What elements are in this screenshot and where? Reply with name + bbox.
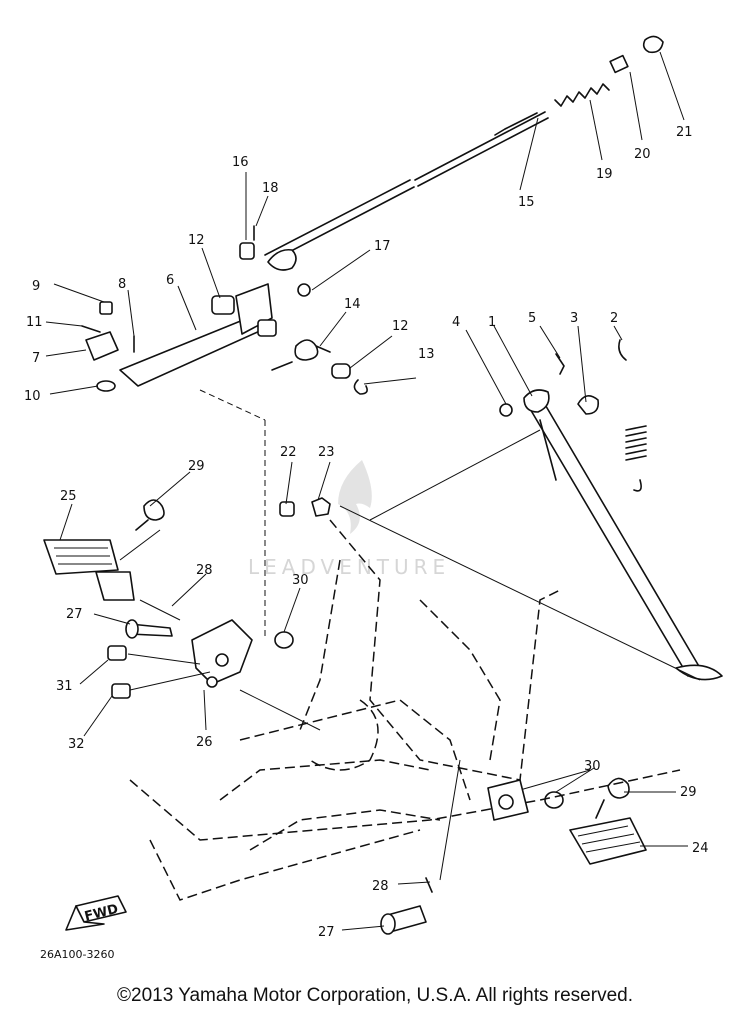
- callout-11: 11: [26, 315, 43, 330]
- callout-21: 21: [676, 125, 693, 140]
- callout-29-right: 29: [680, 785, 697, 800]
- footrest-pin-lower: [380, 877, 433, 935]
- callout-32: 32: [68, 737, 85, 752]
- callout-31: 31: [56, 679, 73, 694]
- callout-22: 22: [280, 445, 297, 460]
- callout-17: 17: [374, 239, 391, 254]
- callout-28-lower: 28: [372, 879, 389, 894]
- callout-16: 16: [232, 155, 249, 170]
- frame-outline: [129, 505, 701, 901]
- callout-29-left: 29: [188, 459, 205, 474]
- callout-6: 6: [166, 273, 174, 288]
- side-stand: [369, 339, 723, 681]
- callout-24: 24: [692, 841, 709, 856]
- callout-8: 8: [118, 277, 126, 292]
- callout-20: 20: [634, 147, 651, 162]
- diagram-part-number: 26A100-3260: [40, 948, 114, 961]
- callout-26: 26: [196, 735, 213, 750]
- callout-7: 7: [32, 351, 40, 366]
- callout-13: 13: [418, 347, 435, 362]
- fwd-arrow-icon: FWD: [65, 895, 127, 931]
- copyright-notice: ©2013 Yamaha Motor Corporation, U.S.A. A…: [117, 985, 633, 1006]
- callout-30-upper: 30: [292, 573, 309, 588]
- leader-lines: [45, 51, 688, 931]
- right-footrest: [519, 769, 647, 865]
- callout-15: 15: [518, 195, 535, 210]
- callout-5: 5: [528, 311, 536, 326]
- callout-27-upper: 27: [66, 607, 83, 622]
- callout-4: 4: [452, 315, 460, 330]
- callout-23: 23: [318, 445, 335, 460]
- callout-3: 3: [570, 311, 578, 326]
- callout-30-lower: 30: [584, 759, 601, 774]
- callout-2: 2: [610, 311, 618, 326]
- callout-12-upper: 12: [188, 233, 205, 248]
- callout-14: 14: [344, 297, 361, 312]
- callout-1: 1: [488, 315, 496, 330]
- callout-12-lower: 12: [392, 319, 409, 334]
- left-footrest: [43, 499, 181, 621]
- callout-9: 9: [32, 279, 40, 294]
- callout-10: 10: [24, 389, 41, 404]
- shift-pedal: [81, 283, 368, 640]
- watermark: LEADVENTURE: [248, 460, 450, 579]
- callout-27-lower: 27: [318, 925, 335, 940]
- callout-19: 19: [596, 167, 613, 182]
- callout-25: 25: [60, 489, 77, 504]
- shift-rod-assembly: [239, 35, 664, 297]
- callout-labels: 1 2 3 4 5 6 7 8 9 10 11 12 12 13 14 15 1…: [24, 125, 709, 940]
- callout-28-upper: 28: [196, 563, 213, 578]
- watermark-text: LEADVENTURE: [248, 555, 450, 579]
- callout-18: 18: [262, 181, 279, 196]
- footrest-bracket: [107, 497, 331, 731]
